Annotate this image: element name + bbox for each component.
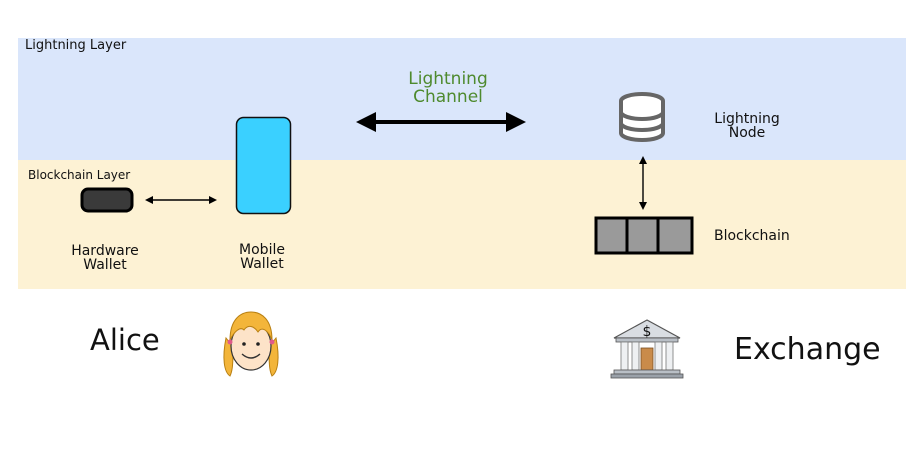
hardware-wallet-icon [80,187,134,213]
blockchain-layer-band [18,160,906,289]
blockchain-blocks-icon [594,216,694,255]
hardware-mobile-arrow [145,196,217,204]
mobile-wallet-label: Mobile Wallet [212,243,312,271]
lightning-channel-label: Lightning Channel [398,70,498,106]
lightning-layer-band [18,38,906,160]
bank-icon: $ [610,319,684,379]
blockchain-layer-title: Blockchain Layer [28,168,131,182]
exchange-label: Exchange [734,332,881,367]
lightning-channel-label-line2: Channel [413,87,483,107]
database-icon [619,92,665,142]
lightning-node-label-line1: Lightning [714,111,780,127]
hardware-wallet-label: Hardware Wallet [55,244,155,272]
lightning-layer-title: Lightning Layer [25,38,127,53]
mobile-wallet-label-line2: Wallet [240,256,284,272]
mobile-wallet-label-line1: Mobile [239,242,285,258]
hardware-wallet-label-line2: Wallet [83,257,127,273]
alice-label: Alice [90,323,160,357]
alice-avatar-icon [223,311,279,377]
hardware-wallet-label-line1: Hardware [71,243,139,259]
bank-sign-symbol: $ [643,324,652,340]
lightning-channel-arrow [356,112,526,132]
blockchain-label: Blockchain [714,228,790,244]
mobile-phone-icon [235,116,292,215]
lightning-node-label: Lightning Node [697,112,797,140]
lightning-channel-label-line1: Lightning [408,69,488,89]
node-blockchain-arrow [639,156,647,210]
lightning-node-label-line2: Node [728,125,766,141]
